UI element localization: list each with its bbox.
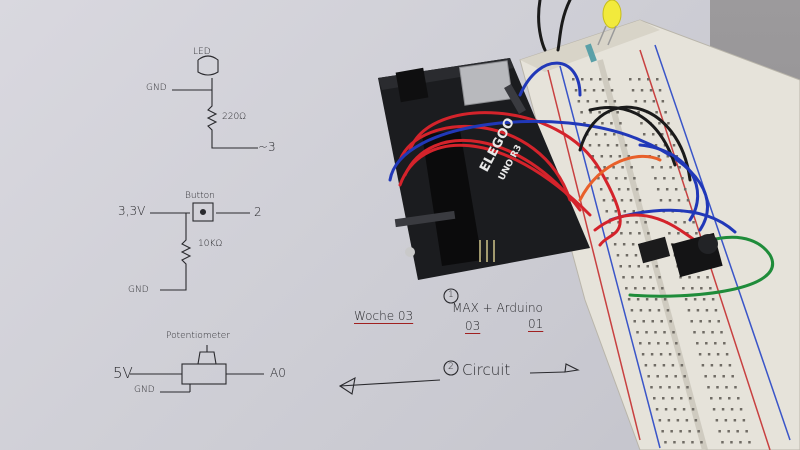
button-vcc-label: 3,3V bbox=[118, 204, 146, 218]
item2-text: Circuit bbox=[462, 361, 511, 379]
button-resistor-symbol bbox=[160, 213, 192, 291]
potentiometer-symbol bbox=[181, 363, 227, 385]
pot-pin-label: A0 bbox=[270, 366, 286, 380]
button-resistor-label: 10KΩ bbox=[198, 239, 223, 249]
pot-gnd-label: GND bbox=[134, 385, 155, 395]
led-resistor-label: 220Ω bbox=[222, 112, 247, 122]
arrow-right bbox=[564, 363, 580, 373]
breadboard-blue-rail bbox=[559, 65, 661, 449]
pot-vcc-label: 5V bbox=[113, 364, 133, 382]
led-title: LED bbox=[193, 47, 211, 57]
usb-port bbox=[459, 60, 513, 106]
push-button bbox=[637, 236, 671, 264]
button-symbol bbox=[192, 202, 214, 222]
pot-title: Potentiometer bbox=[166, 331, 230, 341]
led-pin-label: ~3 bbox=[258, 140, 276, 154]
item1-text: MAX + Arduino bbox=[452, 301, 543, 315]
led-resistor-symbol bbox=[206, 90, 258, 149]
item1-number: 1 bbox=[448, 290, 454, 300]
resistor-component bbox=[585, 43, 597, 63]
arduino-board bbox=[378, 58, 590, 280]
circle-number-2 bbox=[443, 360, 459, 376]
microcontroller-chip bbox=[422, 130, 482, 266]
header-pins bbox=[479, 240, 495, 262]
led-component bbox=[597, 0, 622, 46]
item1-sub-right: 01 bbox=[528, 317, 544, 331]
power-jack bbox=[395, 67, 429, 103]
led-symbol bbox=[197, 55, 219, 76]
button-pin-label: 2 bbox=[254, 205, 262, 219]
item2-number: 2 bbox=[448, 362, 454, 372]
week-label: Woche 03 bbox=[354, 309, 414, 323]
potentiometer bbox=[671, 232, 723, 278]
arrow-left bbox=[338, 376, 356, 395]
led-gnd-label: GND bbox=[146, 83, 167, 93]
circle-number-1 bbox=[443, 288, 459, 304]
button-title: Button bbox=[185, 191, 215, 201]
button-gnd-label: GND bbox=[128, 285, 149, 295]
breadboard-red-rail bbox=[547, 69, 641, 441]
item1-sub-left: 03 bbox=[465, 319, 481, 333]
mounting-hole bbox=[405, 247, 415, 257]
schematic-lines bbox=[130, 55, 580, 395]
